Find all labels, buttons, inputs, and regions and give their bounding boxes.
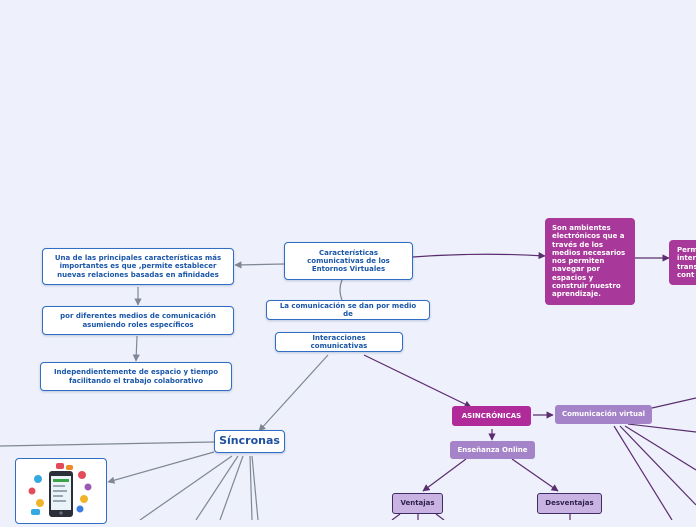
definition-node[interactable]: Son ambientes electrónicos que a través … — [545, 218, 635, 305]
virtual-communication-node[interactable]: Comunicación virtual — [555, 405, 652, 424]
purple-connectors — [363, 252, 696, 520]
asincronicas-node[interactable]: ASINCRÓNICAS — [452, 406, 531, 426]
smartphone-social-icons — [28, 463, 92, 517]
interactions-node[interactable]: Interacciones comunicativas — [275, 332, 403, 352]
phone-image-card — [15, 458, 107, 524]
ventajas-node[interactable]: Ventajas — [392, 493, 443, 514]
sincronas-node[interactable]: Síncronas — [214, 430, 285, 453]
gray-connectors — [0, 261, 343, 520]
independence-node[interactable]: Independientemente de espacio y tiempo f… — [40, 362, 232, 391]
online-teaching-node[interactable]: Enseñanza Online — [450, 441, 535, 459]
right-partial-node[interactable]: Perm inter trans cont — [669, 240, 696, 285]
relation-node[interactable]: Una de las principales características m… — [42, 248, 234, 285]
communication-via-node[interactable]: La comunicación se dan por medio de — [266, 300, 430, 320]
desventajas-node[interactable]: Desventajas — [537, 493, 602, 514]
root-node[interactable]: Características comunicativas de los Ent… — [284, 242, 413, 280]
means-node[interactable]: por diferentes medios de comunicación as… — [42, 306, 234, 335]
